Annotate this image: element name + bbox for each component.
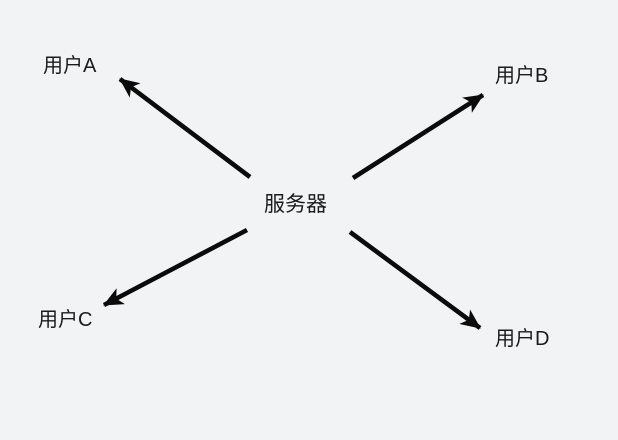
arrow-server-to-user-c-icon: [102, 227, 249, 308]
user-d-node-label: 用户D: [495, 328, 550, 350]
user-b-node-label: 用户B: [495, 65, 549, 87]
server-node-label: 服务器: [264, 193, 327, 216]
arrow-server-to-user-a-icon: [118, 77, 252, 179]
user-a-node-label: 用户A: [43, 55, 97, 77]
arrow-server-to-user-d-icon: [348, 230, 482, 330]
arrow-server-to-user-b-icon: [351, 93, 485, 180]
user-c-node-label: 用户C: [38, 309, 93, 331]
